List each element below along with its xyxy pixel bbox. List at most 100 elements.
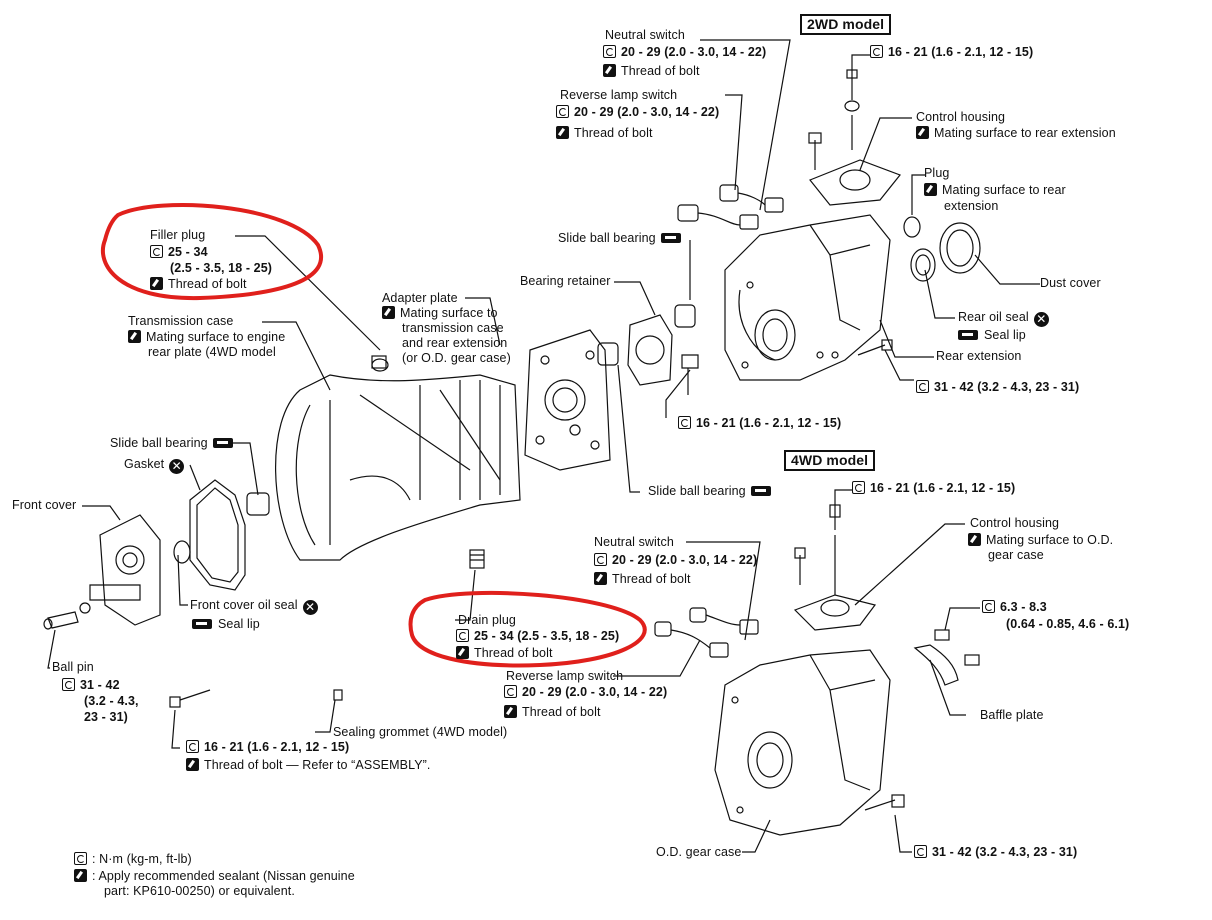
torque-wrench-icon <box>594 553 607 566</box>
adapter-plate-line4: (or O.D. gear case) <box>402 351 511 365</box>
grease-icon <box>192 619 212 629</box>
leader-drain-plug <box>455 569 476 621</box>
sealant-icon <box>924 183 937 196</box>
leader-filler-plug <box>235 235 381 351</box>
torque-wrench-icon <box>150 245 163 258</box>
leader-front-cover-bolt <box>171 709 180 749</box>
leader-transmission-case <box>262 321 331 391</box>
reverse-lamp-4wd-label: Reverse lamp switch <box>506 669 624 683</box>
slide-bearing-mid-label: Slide ball bearing <box>648 484 771 499</box>
leader-bearing-retainer <box>614 281 656 316</box>
torque-wrench-icon <box>982 600 995 613</box>
model-2wd-title: 2WD model <box>800 14 892 35</box>
reverse-lamp-4wd-torque: 20 - 29 (2.0 - 3.0, 14 - 22) <box>504 685 667 700</box>
drain-plug-label: Drain plug <box>458 613 516 627</box>
sealant-icon <box>968 533 981 546</box>
leader-dust-cover <box>974 254 1040 285</box>
leader-rear-extension <box>879 319 934 358</box>
od-gear-case-drawing <box>714 649 905 836</box>
leader-rear-oil-seal <box>924 269 955 319</box>
leader-front-seal <box>177 554 188 606</box>
plug-mating-line2: extension <box>944 199 999 213</box>
drain-plug-drawing <box>469 549 485 569</box>
leader-rear-ext-bolt <box>884 349 914 381</box>
rear-ext-bolt-drawing <box>857 339 893 356</box>
drain-plug-thread: Thread of bolt <box>456 646 553 661</box>
retainer-bolt-drawing <box>681 354 699 395</box>
rear-extension-torque: 31 - 42 (3.2 - 4.3, 23 - 31) <box>916 380 1079 395</box>
gasket-label: Gasket✕ <box>124 457 185 474</box>
sealant-icon <box>504 705 517 718</box>
front-cover-seal-lip: Seal lip <box>192 617 260 632</box>
reverse-lamp-4wd-thread: Thread of bolt <box>504 705 601 720</box>
neutral-switch-4wd-label: Neutral switch <box>594 535 674 549</box>
transmission-case-line2: rear plate (4WD model <box>148 345 276 359</box>
adapter-plate-label: Adapter plate <box>382 291 458 305</box>
retainer-bolt-torque: 16 - 21 (1.6 - 2.1, 12 - 15) <box>678 416 841 431</box>
sealant-icon <box>74 869 87 882</box>
baffle-bolt-torque: 6.3 - 8.3 <box>982 600 1047 615</box>
adapter-plate-line1: Mating surface to <box>382 306 498 321</box>
plug-label: Plug <box>924 166 950 180</box>
reverse-lamp-torque: 20 - 29 (2.0 - 3.0, 14 - 22) <box>556 105 719 120</box>
transmission-case-drawing <box>275 355 521 561</box>
torque-wrench-icon <box>186 740 199 753</box>
grease-icon <box>750 486 771 496</box>
neutral-switch-torque: 20 - 29 (2.0 - 3.0, 14 - 22) <box>603 45 766 60</box>
rear-oil-seal-label: Rear oil seal✕ <box>958 310 1049 327</box>
legend-sealant: : Apply recommended sealant (Nissan genu… <box>74 869 355 884</box>
front-seal-drawing <box>173 540 191 564</box>
leader-top-bolt-2wd <box>851 54 870 75</box>
sealant-icon <box>382 306 395 319</box>
bearing-retainer-drawing <box>597 304 696 386</box>
front-cover-drawing <box>79 514 161 626</box>
plug-mating-line1: Mating surface to rear <box>924 183 1066 198</box>
front-cover-bolt-torque: 16 - 21 (1.6 - 2.1, 12 - 15) <box>186 740 349 755</box>
replace-icon: ✕ <box>1033 312 1049 327</box>
filler-plug-torque-line2: (2.5 - 3.5, 18 - 25) <box>170 261 273 275</box>
sealant-icon <box>150 277 163 290</box>
grease-icon <box>958 330 978 340</box>
leader-baffle-plate <box>929 659 966 716</box>
leader-reverse-4wd <box>613 639 701 677</box>
grease-icon <box>660 233 681 243</box>
adapter-plate-drawing <box>524 329 611 471</box>
control-housing-4wd-mating: Mating surface to O.D. <box>968 533 1113 548</box>
transmission-case-label: Transmission case <box>128 314 234 328</box>
grease-icon <box>212 438 233 448</box>
filler-plug-torque: 25 - 34 <box>150 245 208 260</box>
replace-icon: ✕ <box>169 459 185 474</box>
leader-neutral-4wd <box>686 541 761 641</box>
neutral-switch-4wd-thread: Thread of bolt <box>594 572 691 587</box>
baffle-plate-label: Baffle plate <box>980 708 1044 722</box>
model-4wd-title: 4WD model <box>784 450 876 471</box>
ball-pin-torque-line3: 23 - 31) <box>84 710 128 724</box>
leader-adapter-plate <box>465 297 501 346</box>
leader-plug <box>911 174 926 215</box>
sealant-icon <box>916 126 929 139</box>
leader-retainer-bolt <box>665 369 691 418</box>
gasket-drawing <box>189 479 246 591</box>
front-cover-bolt-drawing <box>169 689 211 708</box>
torque-wrench-icon <box>870 45 883 58</box>
reverse-lamp-thread: Thread of bolt <box>556 126 653 141</box>
bearing-retainer-label: Bearing retainer <box>520 274 611 288</box>
adapter-plate-line2: transmission case <box>402 321 504 335</box>
control-housing-4wd-mating-line2: gear case <box>988 548 1044 562</box>
top-bolt-4wd-torque: 16 - 21 (1.6 - 2.1, 12 - 15) <box>852 481 1015 496</box>
control-housing-4wd-drawing <box>793 500 877 631</box>
legend-sealant-line2: part: KP610-00250) or equivalent. <box>104 884 295 898</box>
leader-control-housing-4wd <box>854 523 965 606</box>
top-bolt-2wd-torque: 16 - 21 (1.6 - 2.1, 12 - 15) <box>870 45 1033 60</box>
leader-baffle-bolt <box>944 607 980 631</box>
filler-plug-thread: Thread of bolt <box>150 277 247 292</box>
sealant-icon <box>456 646 469 659</box>
switches-2wd-drawing <box>677 184 784 230</box>
replace-icon: ✕ <box>302 600 318 615</box>
leader-ball-pin <box>47 629 56 669</box>
adapter-plate-line3: and rear extension <box>402 336 508 350</box>
neutral-switch-label: Neutral switch <box>605 28 685 42</box>
leader-reverse-lamp <box>725 94 743 191</box>
torque-wrench-icon <box>852 481 865 494</box>
